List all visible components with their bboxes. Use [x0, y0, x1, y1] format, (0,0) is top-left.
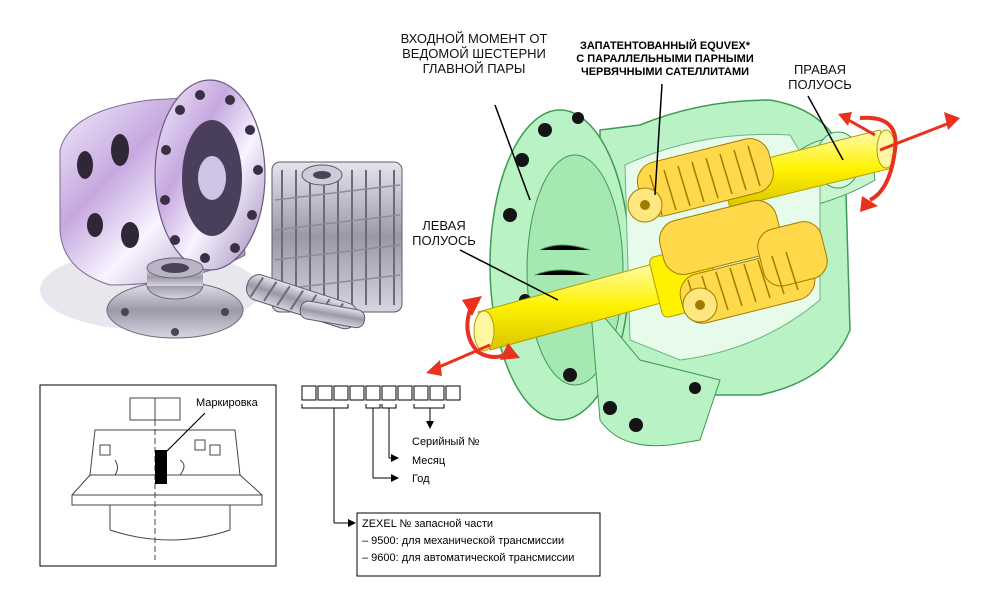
label-year: Год	[412, 473, 430, 485]
technical-drawing	[39, 384, 277, 567]
code-tree	[301, 404, 445, 527]
label-right-shaft: ПРАВАЯ ПОЛУОСЬ	[788, 62, 852, 92]
part-number-title: ZEXEL № запасной части	[362, 518, 494, 530]
cutaway-schematic	[426, 83, 960, 447]
part-number-text: ZEXEL № запасной части – 9500: для механ…	[362, 518, 598, 565]
part-number-at: – 9600: для автоматической трансмиссии	[362, 552, 575, 564]
label-marking: Маркировка	[196, 397, 258, 409]
label-patented-equvex: ЗАПАТЕНТОВАННЫЙ EQUVEX* С ПАРАЛЛЕЛЬНЫМИ …	[576, 40, 754, 78]
code-boxes	[301, 385, 461, 401]
label-serial: Серийный №	[412, 436, 480, 448]
label-month: Месяц	[412, 455, 446, 467]
label-input-torque: ВХОДНОЙ МОМЕНТ ОТ ВЕДОМОЙ ШЕСТЕРНИ ГЛАВН…	[400, 31, 548, 76]
part-number-mt: – 9500: для механической трансмиссии	[362, 535, 565, 547]
label-left-shaft: ЛЕВАЯ ПОЛУОСЬ	[412, 218, 476, 248]
marking-plate	[155, 450, 167, 484]
differential-photo	[40, 79, 403, 339]
part-number-box	[356, 512, 601, 577]
